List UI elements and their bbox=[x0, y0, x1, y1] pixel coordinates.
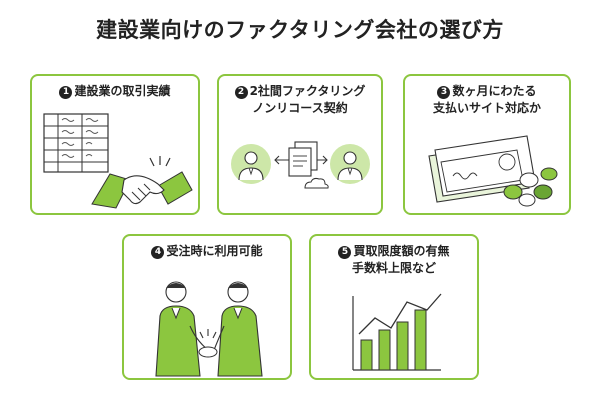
money-illustration bbox=[428, 135, 558, 207]
cloud-icon bbox=[304, 177, 329, 189]
number-badge: 3 bbox=[437, 86, 451, 99]
businessman-left bbox=[155, 281, 216, 377]
person-icon bbox=[330, 144, 370, 184]
card-title-line-1: 数ヶ月にわたる bbox=[452, 84, 537, 98]
businessmen-handshake-illustration bbox=[155, 281, 263, 377]
number-badge: 4 bbox=[151, 246, 165, 259]
card-title-line-2: ノンリコース契約 bbox=[252, 101, 348, 115]
coins-icon bbox=[503, 167, 558, 207]
document-table-icon bbox=[43, 113, 109, 173]
number-badge: 1 bbox=[59, 86, 73, 99]
card-title-text: 建設業の取引実績 bbox=[74, 84, 171, 98]
document-icon bbox=[288, 141, 318, 177]
number-badge: 2 bbox=[234, 86, 248, 99]
document-handshake-illustration bbox=[43, 113, 193, 209]
card-title-line-2: 支払いサイト対応か bbox=[432, 101, 541, 115]
businessman-right bbox=[206, 281, 263, 377]
bar-chart-icon bbox=[352, 293, 442, 371]
person-icon bbox=[231, 144, 271, 184]
card-title-line-1: 買取限度額の有無 bbox=[353, 244, 450, 258]
two-party-contract-illustration bbox=[231, 141, 370, 189]
card-title-line-1: 2社間ファクタリング bbox=[249, 84, 366, 98]
card-title-line-2: 手数料上限など bbox=[351, 261, 436, 275]
card-title-text: 受注時に利用可能 bbox=[166, 244, 263, 258]
handshake-icon bbox=[91, 156, 193, 209]
handshake-icon bbox=[198, 329, 218, 358]
page-title: 建設業向けのファクタリング会社の選び方 bbox=[96, 18, 504, 42]
number-badge: 5 bbox=[338, 246, 352, 259]
